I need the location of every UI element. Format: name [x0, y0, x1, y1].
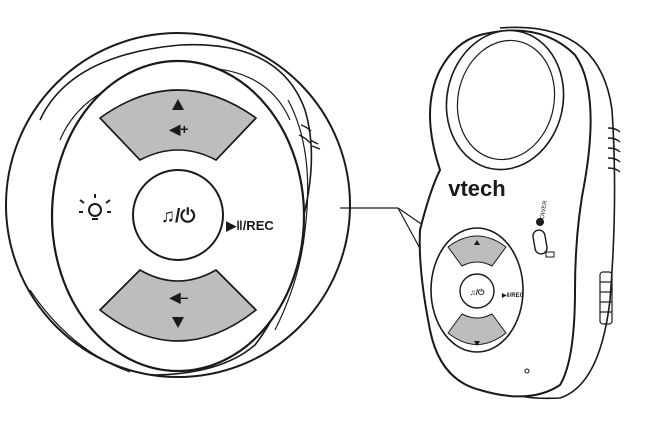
zoom-device-edge [39, 43, 313, 376]
zoom-center-music-power-button[interactable] [132, 169, 224, 261]
zoom-center-label: ♫/⏻ [161, 206, 196, 227]
parent-unit-device: vtech POWER ♫/⏻ ▶‖/REC [418, 26, 621, 400]
zoom-side-grip-icon [298, 124, 321, 150]
device-down-arrow-icon [474, 341, 480, 346]
zoom-callout: ♫/⏻ ◀+ ◀– ▶‖/REC [5, 32, 351, 378]
device-side-connector-icon [599, 271, 613, 325]
device-mic-hole [524, 368, 530, 374]
device-play-rec-label[interactable]: ▶‖/REC [501, 292, 525, 299]
zoom-play-rec-label[interactable]: ▶‖/REC [225, 218, 274, 233]
device-brand-logo: vtech [448, 176, 505, 201]
device-power-label: POWER [539, 199, 549, 223]
device-side-button[interactable] [532, 229, 548, 255]
device-volume-up-key[interactable] [447, 235, 507, 267]
device-up-arrow-icon [474, 240, 480, 245]
device-volume-down-key[interactable] [447, 313, 507, 345]
device-speaker-ring-inner [456, 39, 556, 161]
zoom-bottom-edge [29, 289, 131, 373]
device-center-label: ♫/⏻ [470, 288, 485, 297]
zoom-side-rim [274, 99, 309, 331]
zoom-key-separators [99, 117, 257, 311]
device-battery-icon [545, 251, 555, 258]
device-upper-grip-icon [607, 127, 621, 173]
zoom-down-arrow-icon [172, 317, 184, 328]
device-power-led [536, 218, 544, 226]
zoom-night-light-icon[interactable] [79, 194, 111, 220]
zoom-volume-down-label: ◀– [169, 289, 189, 305]
zoom-up-arrow-icon [172, 99, 184, 110]
zoom-volume-up-label: ◀+ [169, 121, 189, 137]
device-center-button[interactable] [459, 273, 495, 309]
